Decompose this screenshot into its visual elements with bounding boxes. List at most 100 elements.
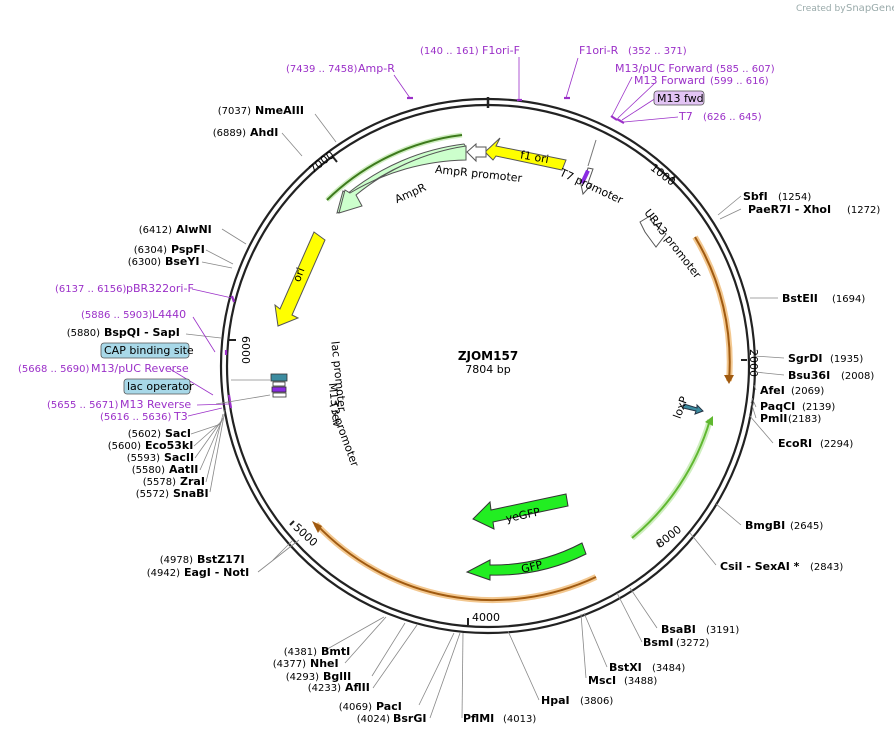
- site-paqci-pos: (2139): [802, 402, 835, 413]
- site-bseyi: BseYI: [165, 255, 199, 268]
- site-paer7i: PaeR7I - XhoI: [748, 203, 831, 216]
- sites-left: (4024) BsrGI (4069) PacI (4233) AflII (4…: [67, 104, 427, 725]
- site-nhei: NheI: [310, 657, 339, 670]
- site-ahdi-pos: (6889): [213, 128, 246, 139]
- green-arc: [631, 419, 711, 539]
- ura3-promoter-arrow: [639, 215, 667, 248]
- site-zrai: ZraI: [180, 475, 205, 488]
- site-hpai: HpaI: [541, 694, 570, 707]
- primer-f1orif: F1ori-F: [482, 44, 520, 57]
- site-bsrgi: BsrGI: [393, 712, 426, 725]
- site-eco53ki-pos: (5600): [108, 441, 141, 452]
- primer-m13rev-pos: (5655 .. 5671): [47, 400, 119, 411]
- site-bglii: BglII: [323, 670, 351, 683]
- site-bstxi-pos: (3484): [652, 663, 685, 674]
- ampr-arrow-body: [338, 145, 467, 214]
- orange-arc-right-arrow: [724, 375, 734, 384]
- site-bsrgi-pos: (4024): [357, 714, 390, 725]
- site-bmti-pos: (4381): [284, 647, 317, 658]
- orange-arc-bottom-arrow: [312, 521, 322, 533]
- leader-lines-right: [185, 113, 785, 719]
- primer-f1orif-pos: (140 .. 161): [420, 46, 479, 57]
- primer-leaders: [169, 57, 679, 417]
- site-bsu36i-pos: (2008): [841, 371, 874, 382]
- site-paqci: PaqCI: [760, 400, 795, 413]
- site-sbfi-pos: (1254): [778, 192, 811, 203]
- site-pmli-pos: (2183): [788, 414, 821, 425]
- primer-m13puc-rev-pos: (5668 .. 5690): [18, 364, 90, 375]
- primer-t3: T3: [173, 410, 188, 423]
- site-ahdi: AhdI: [250, 126, 278, 139]
- site-snabi: SnaBI: [173, 487, 209, 500]
- primer-f1orir-pos: (352 .. 371): [628, 46, 687, 57]
- tick-label-7000: 7000: [307, 148, 337, 175]
- primer-m13rev: M13 Reverse: [120, 398, 191, 411]
- green-arc-arrow: [705, 416, 713, 426]
- primer-t7: T7: [678, 110, 693, 123]
- site-csii: CsiI - SexAI *: [720, 560, 800, 573]
- site-eagi-pos: (4942): [147, 568, 180, 579]
- site-bsu36i: Bsu36I: [788, 369, 830, 382]
- site-paer7i-pos: (1272): [847, 205, 880, 216]
- site-saci-pos: (5602): [128, 429, 161, 440]
- site-bmgbi: BmgBI: [745, 519, 785, 532]
- tick-label-3000: 3000: [654, 523, 684, 550]
- lac-operator-box: [123, 378, 191, 395]
- site-msci: MscI: [588, 674, 616, 687]
- primer-f1orir: F1ori-R: [579, 44, 619, 57]
- site-sbfi: SbfI: [743, 190, 768, 203]
- site-sacii-pos: (5593): [127, 453, 160, 464]
- ura3-promoter-label: URA3 promoter: [642, 207, 704, 282]
- m13-fwd-box: [653, 90, 705, 106]
- plasmid-length: 7804 bp: [465, 363, 510, 376]
- site-aflii-pos: (4233): [308, 683, 341, 694]
- site-bmgbi-pos: (2645): [790, 521, 823, 532]
- m13-rev-label: M13 rev: [326, 382, 344, 428]
- sites-right: SbfI (1254) PaeR7I - XhoI (1272) BstEII …: [463, 190, 880, 725]
- site-bstxi: BstXI: [609, 661, 642, 674]
- site-pspfi-pos: (6304): [134, 245, 167, 256]
- site-pflmi-pos: (4013): [503, 714, 536, 725]
- tick-label-4000: 4000: [472, 611, 500, 624]
- yegfp-arrow: [472, 493, 569, 530]
- ampr-promoter-arrow: [466, 142, 487, 163]
- primer-l4440: L4440: [152, 308, 186, 321]
- loxp-arrow: [682, 403, 704, 415]
- primer-labels: (7439 .. 7458) Amp-R (140 .. 161) F1ori-…: [18, 44, 775, 423]
- f1-ori-arrow: [484, 137, 567, 171]
- site-bsmi: BsmI: [643, 636, 674, 649]
- site-sgrdi: SgrDI: [788, 352, 822, 365]
- site-bsabi-pos: (3191): [706, 625, 739, 636]
- lac-operator-label: lac operator: [127, 380, 194, 393]
- lac-cluster: [270, 373, 288, 398]
- f1-ori-label: f1 ori: [519, 148, 550, 166]
- cap-binding-site-box: [100, 342, 190, 359]
- site-pspfi: PspFI: [171, 243, 205, 256]
- site-csii-pos: (2843): [810, 562, 843, 573]
- tick-marks: [229, 156, 747, 625]
- primer-marks: [224, 96, 625, 409]
- site-bsteii-pos: (1694): [832, 294, 865, 305]
- site-pflmi: PflMI: [463, 712, 494, 725]
- site-zrai-pos: (5578): [143, 477, 176, 488]
- site-aatii-pos: (5580): [132, 465, 165, 476]
- snapgene-logo: SnapGene: [846, 3, 894, 14]
- site-paci: PacI: [376, 700, 402, 713]
- site-bsmi-pos: (3272): [676, 638, 709, 649]
- site-bsabi: BsaBI: [661, 623, 696, 636]
- primer-m13puc-rev: M13/pUC Reverse: [91, 362, 189, 375]
- site-hpai-pos: (3806): [580, 696, 613, 707]
- site-ecori-pos: (2294): [820, 439, 853, 450]
- credit-text: Created by: [796, 4, 846, 14]
- primer-m13-fwd-pos: (599 .. 616): [710, 76, 769, 87]
- ampr-arc: [326, 134, 463, 201]
- site-bglii-pos: (4293): [286, 672, 319, 683]
- site-aflii: AflII: [345, 681, 370, 694]
- plasmid-name: ZJOM157: [458, 349, 518, 363]
- site-bmti: BmtI: [321, 645, 350, 658]
- primer-m13-fwd: M13 Forward: [634, 74, 705, 87]
- site-bsteii: BstEII: [782, 292, 818, 305]
- orange-arc-bottom: [315, 523, 597, 602]
- site-saci: SacI: [165, 427, 191, 440]
- primer-pbr322-pos: (6137 .. 6156): [55, 284, 127, 295]
